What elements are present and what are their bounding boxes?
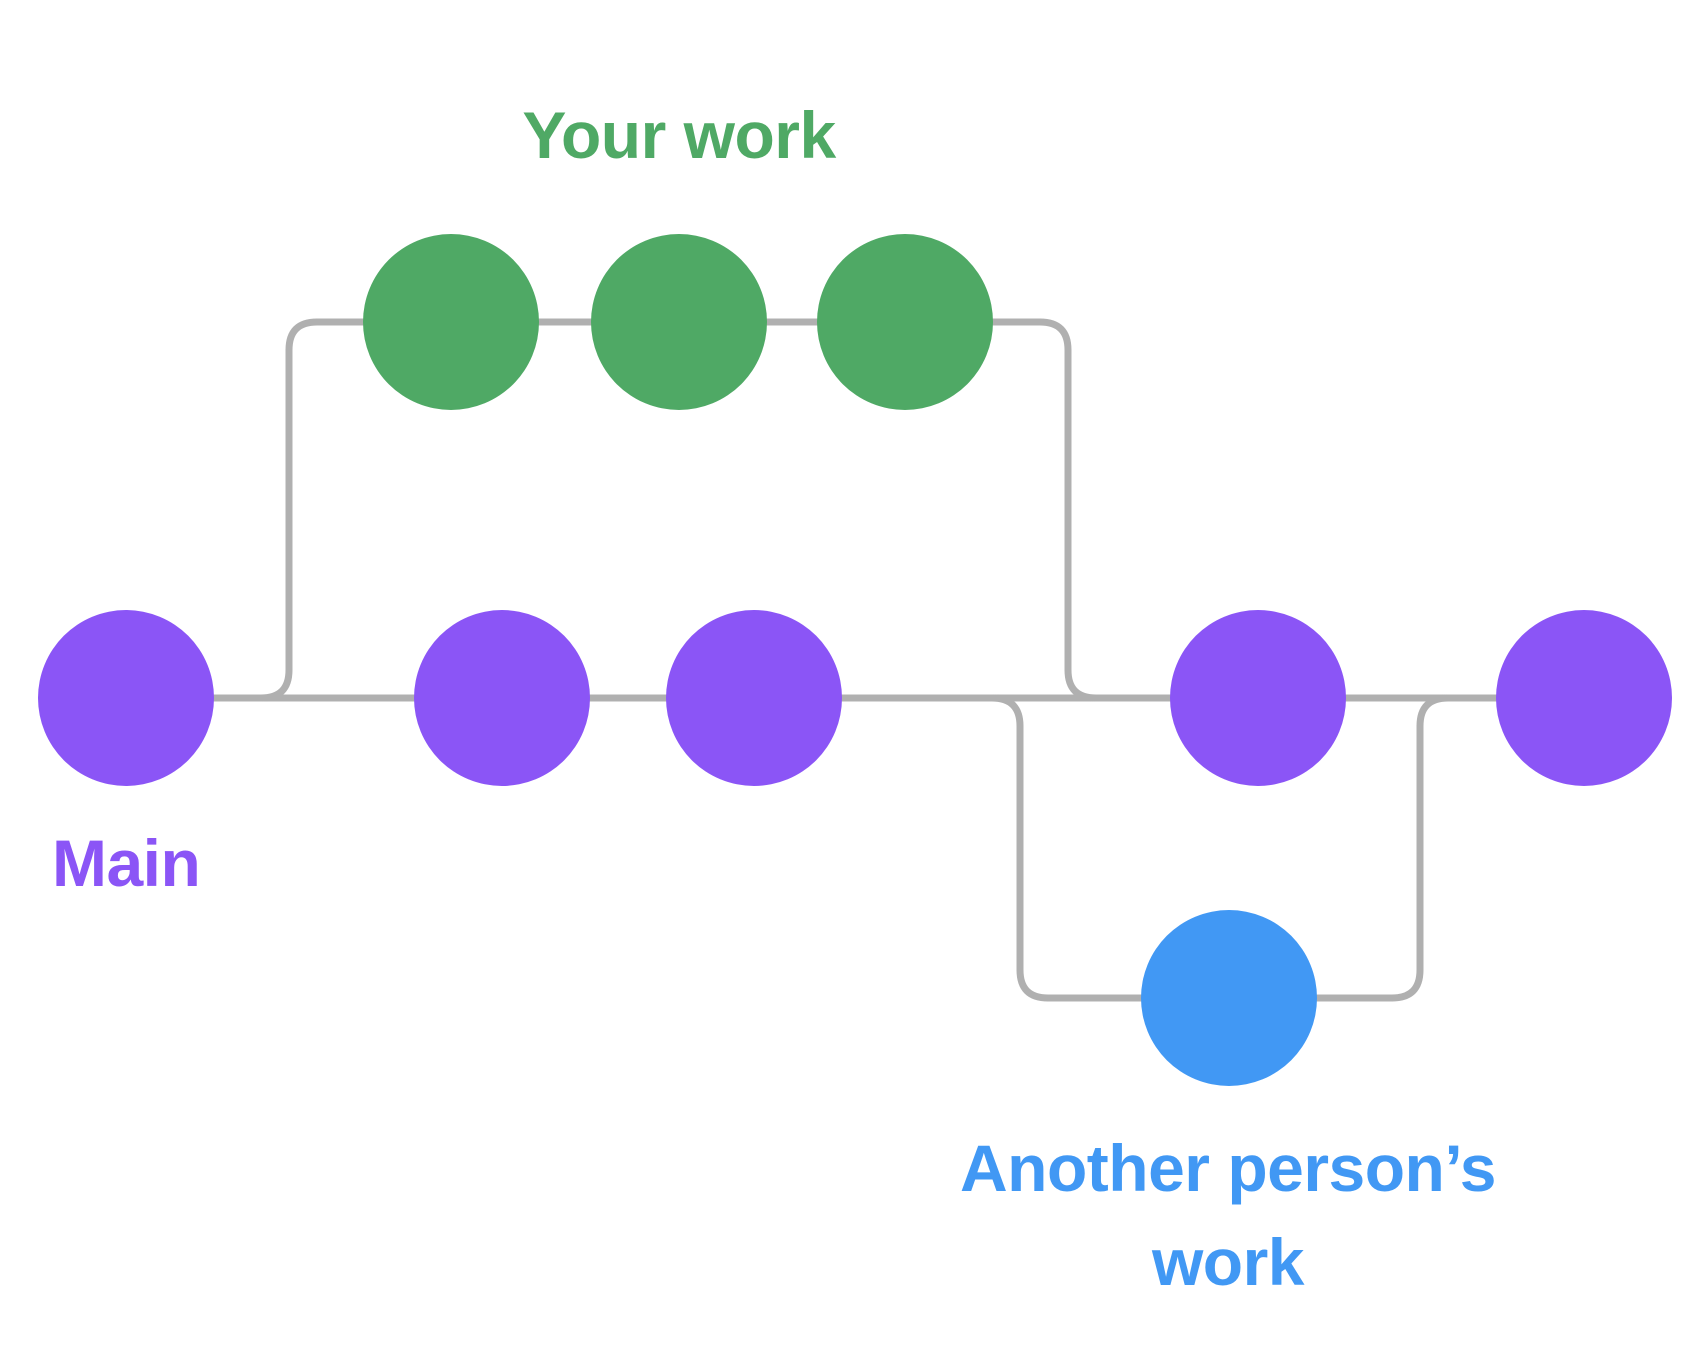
commit-node-main-1 <box>38 610 214 786</box>
commit-node-your-work-3 <box>817 234 993 410</box>
commit-node-another-person-1 <box>1141 910 1317 1086</box>
commit-node-your-work-2 <box>591 234 767 410</box>
commit-node-your-work-1 <box>363 234 539 410</box>
your-work-branch-label: Your work <box>522 98 836 172</box>
another-person-branch-label: Another person’s work <box>960 1131 1496 1299</box>
commit-node-main-2 <box>414 610 590 786</box>
commit-node-main-5 <box>1496 610 1672 786</box>
commit-node-main-3 <box>666 610 842 786</box>
commit-node-main-4 <box>1170 610 1346 786</box>
main-branch-label: Main <box>52 826 201 900</box>
